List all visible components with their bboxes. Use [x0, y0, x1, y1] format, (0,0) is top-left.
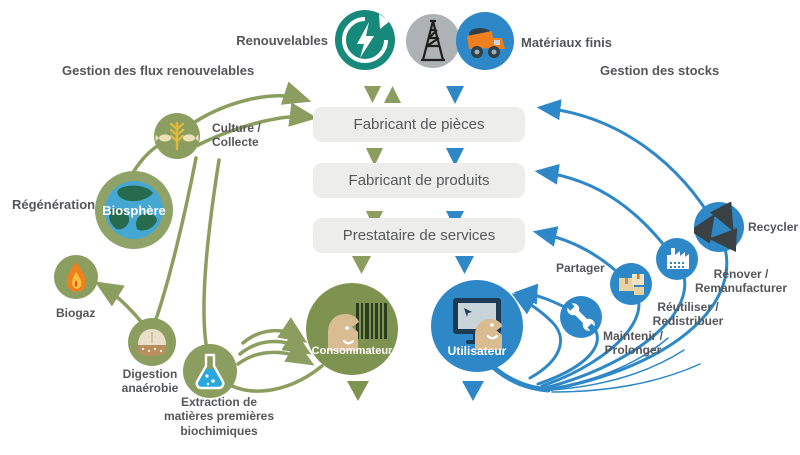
product-manufacturer-box: Fabricant de produits	[313, 163, 525, 198]
renewable-energy-icon	[335, 10, 395, 70]
wheat-and-fish-icon	[154, 113, 200, 159]
biochemical-extraction-label: Extraction de matières premières biochim…	[163, 395, 275, 438]
renewables-label: Renouvelables	[236, 33, 328, 48]
person-computer-icon: Utilisateur	[431, 280, 523, 372]
person-barcode-icon: Consommateur	[306, 283, 398, 375]
reuse-redistribute-label: Réutiliser / Redistribuer	[652, 300, 724, 329]
factory-icon	[656, 238, 698, 280]
maintain-prolong-label: Maintenir / Prolonger	[602, 329, 663, 358]
consumer-label: Consommateur	[311, 345, 393, 357]
parts-manufacturer-box: Fabricant de pièces	[313, 107, 525, 142]
culture-collecte-label: Culture / Collecte	[212, 121, 261, 150]
service-provider-label: Prestataire de services	[342, 227, 496, 244]
mining-truck-icon	[456, 12, 514, 70]
wrench-icon	[560, 296, 602, 338]
share-label: Partager	[556, 261, 605, 275]
globe-icon: Biosphère	[95, 171, 173, 249]
biogas-label: Biogaz	[56, 306, 96, 320]
packages-icon	[610, 263, 652, 305]
user-label: Utilisateur	[447, 344, 507, 358]
finite-materials-label: Matériaux finis	[521, 35, 613, 50]
parts-manufacturer-label: Fabricant de pièces	[353, 116, 485, 133]
product-manufacturer-label: Fabricant de produits	[348, 172, 490, 189]
recycle-arrows-icon	[694, 202, 744, 252]
service-provider-box: Prestataire de services	[313, 218, 525, 253]
flame-icon	[54, 255, 98, 299]
stock-management-title: Gestion des stocks	[600, 63, 720, 78]
regeneration-label: Régénération	[12, 197, 96, 212]
refurbish-remanufacture-label: Rénover / Remanufacturer	[694, 267, 788, 296]
renewable-flows-title: Gestion des flux renouvelables	[62, 63, 255, 78]
recycle-label: Recycler	[748, 220, 799, 234]
oil-derrick-icon	[406, 14, 460, 68]
biosphere-label: Biosphère	[102, 203, 166, 218]
chemistry-flask-icon	[183, 344, 237, 398]
anaerobic-digester-icon	[128, 318, 176, 366]
flow-triangles	[347, 86, 484, 401]
anaerobic-digestion-label: Digestion anaérobie	[121, 367, 179, 396]
